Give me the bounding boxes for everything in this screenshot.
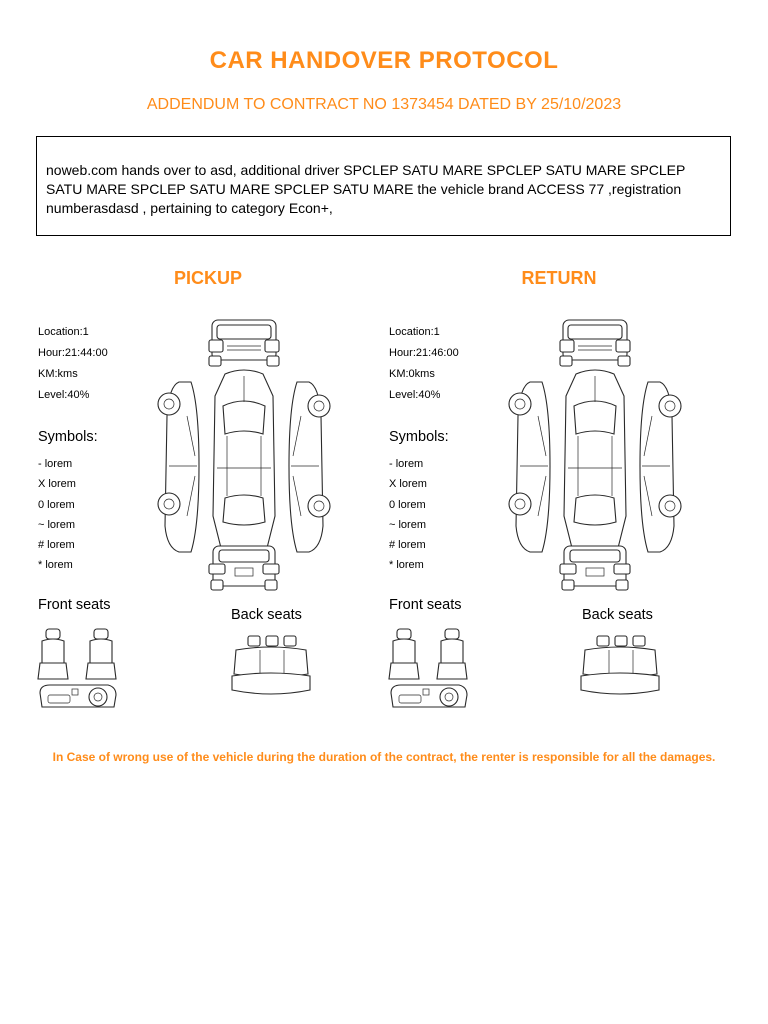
pickup-info: Location:1 Hour:21:44:00 KM:kms Level:40… bbox=[38, 322, 108, 406]
symbol-item: 0 lorem bbox=[38, 498, 75, 511]
return-back-seats-icon[interactable] bbox=[579, 634, 661, 700]
pickup-level: Level:40% bbox=[38, 389, 90, 401]
car-top-view-icon bbox=[563, 369, 627, 553]
car-left-side-icon bbox=[157, 381, 200, 553]
return-level: Level:40% bbox=[389, 389, 441, 401]
symbol-item: ~ lorem bbox=[38, 518, 75, 531]
return-car-damage-diagram[interactable] bbox=[508, 316, 686, 592]
return-back-seats-label: Back seats bbox=[582, 607, 653, 623]
handover-statement-text: noweb.com hands over to asd, additional … bbox=[46, 162, 686, 216]
return-symbols-heading: Symbols: bbox=[389, 429, 449, 445]
car-rear-view-icon bbox=[559, 545, 631, 591]
car-right-side-icon bbox=[639, 381, 682, 553]
return-front-seats-icon[interactable] bbox=[388, 627, 469, 711]
pickup-heading: PICKUP bbox=[173, 268, 242, 288]
return-location: Location:1 bbox=[389, 326, 440, 338]
pickup-symbols-list: - lorem X lorem 0 lorem ~ lorem # lorem … bbox=[38, 454, 76, 576]
symbol-item: # lorem bbox=[389, 539, 426, 552]
liability-note: In Case of wrong use of the vehicle duri… bbox=[52, 750, 716, 764]
pickup-back-seats-label: Back seats bbox=[231, 607, 302, 623]
pickup-car-damage-diagram[interactable] bbox=[157, 316, 335, 592]
document-subtitle: ADDENDUM TO CONTRACT NO 1373454 DATED BY… bbox=[146, 96, 622, 113]
pickup-location: Location:1 bbox=[38, 326, 89, 338]
return-front-seats-label: Front seats bbox=[389, 597, 462, 613]
car-right-side-icon bbox=[288, 381, 331, 553]
symbol-item: 0 lorem bbox=[389, 498, 426, 511]
handover-statement-box: noweb.com hands over to asd, additional … bbox=[36, 136, 731, 236]
symbol-item: * lorem bbox=[389, 559, 424, 572]
return-info: Location:1 Hour:21:46:00 KM:0kms Level:4… bbox=[389, 322, 459, 406]
return-hour: Hour:21:46:00 bbox=[389, 347, 459, 359]
pickup-back-seats-icon[interactable] bbox=[230, 634, 312, 700]
car-rear-view-icon bbox=[208, 545, 280, 591]
return-heading: RETURN bbox=[521, 268, 597, 288]
symbol-item: # lorem bbox=[38, 539, 75, 552]
car-top-view-icon bbox=[212, 369, 276, 553]
car-front-view-icon bbox=[208, 319, 280, 367]
pickup-symbols-heading: Symbols: bbox=[38, 429, 98, 445]
return-km: KM:0kms bbox=[389, 368, 435, 380]
return-symbols-list: - lorem X lorem 0 lorem ~ lorem # lorem … bbox=[389, 454, 427, 576]
symbol-item: X lorem bbox=[389, 478, 427, 491]
symbol-item: * lorem bbox=[38, 559, 73, 572]
pickup-front-seats-icon[interactable] bbox=[37, 627, 118, 711]
pickup-km: KM:kms bbox=[38, 368, 78, 380]
symbol-item: ~ lorem bbox=[389, 518, 426, 531]
car-front-view-icon bbox=[559, 319, 631, 367]
car-left-side-icon bbox=[508, 381, 551, 553]
pickup-hour: Hour:21:44:00 bbox=[38, 347, 108, 359]
symbol-item: - lorem bbox=[389, 458, 424, 470]
symbol-item: X lorem bbox=[38, 478, 76, 491]
document-title: CAR HANDOVER PROTOCOL bbox=[209, 47, 559, 74]
symbol-item: - lorem bbox=[38, 458, 73, 470]
pickup-front-seats-label: Front seats bbox=[38, 597, 111, 613]
